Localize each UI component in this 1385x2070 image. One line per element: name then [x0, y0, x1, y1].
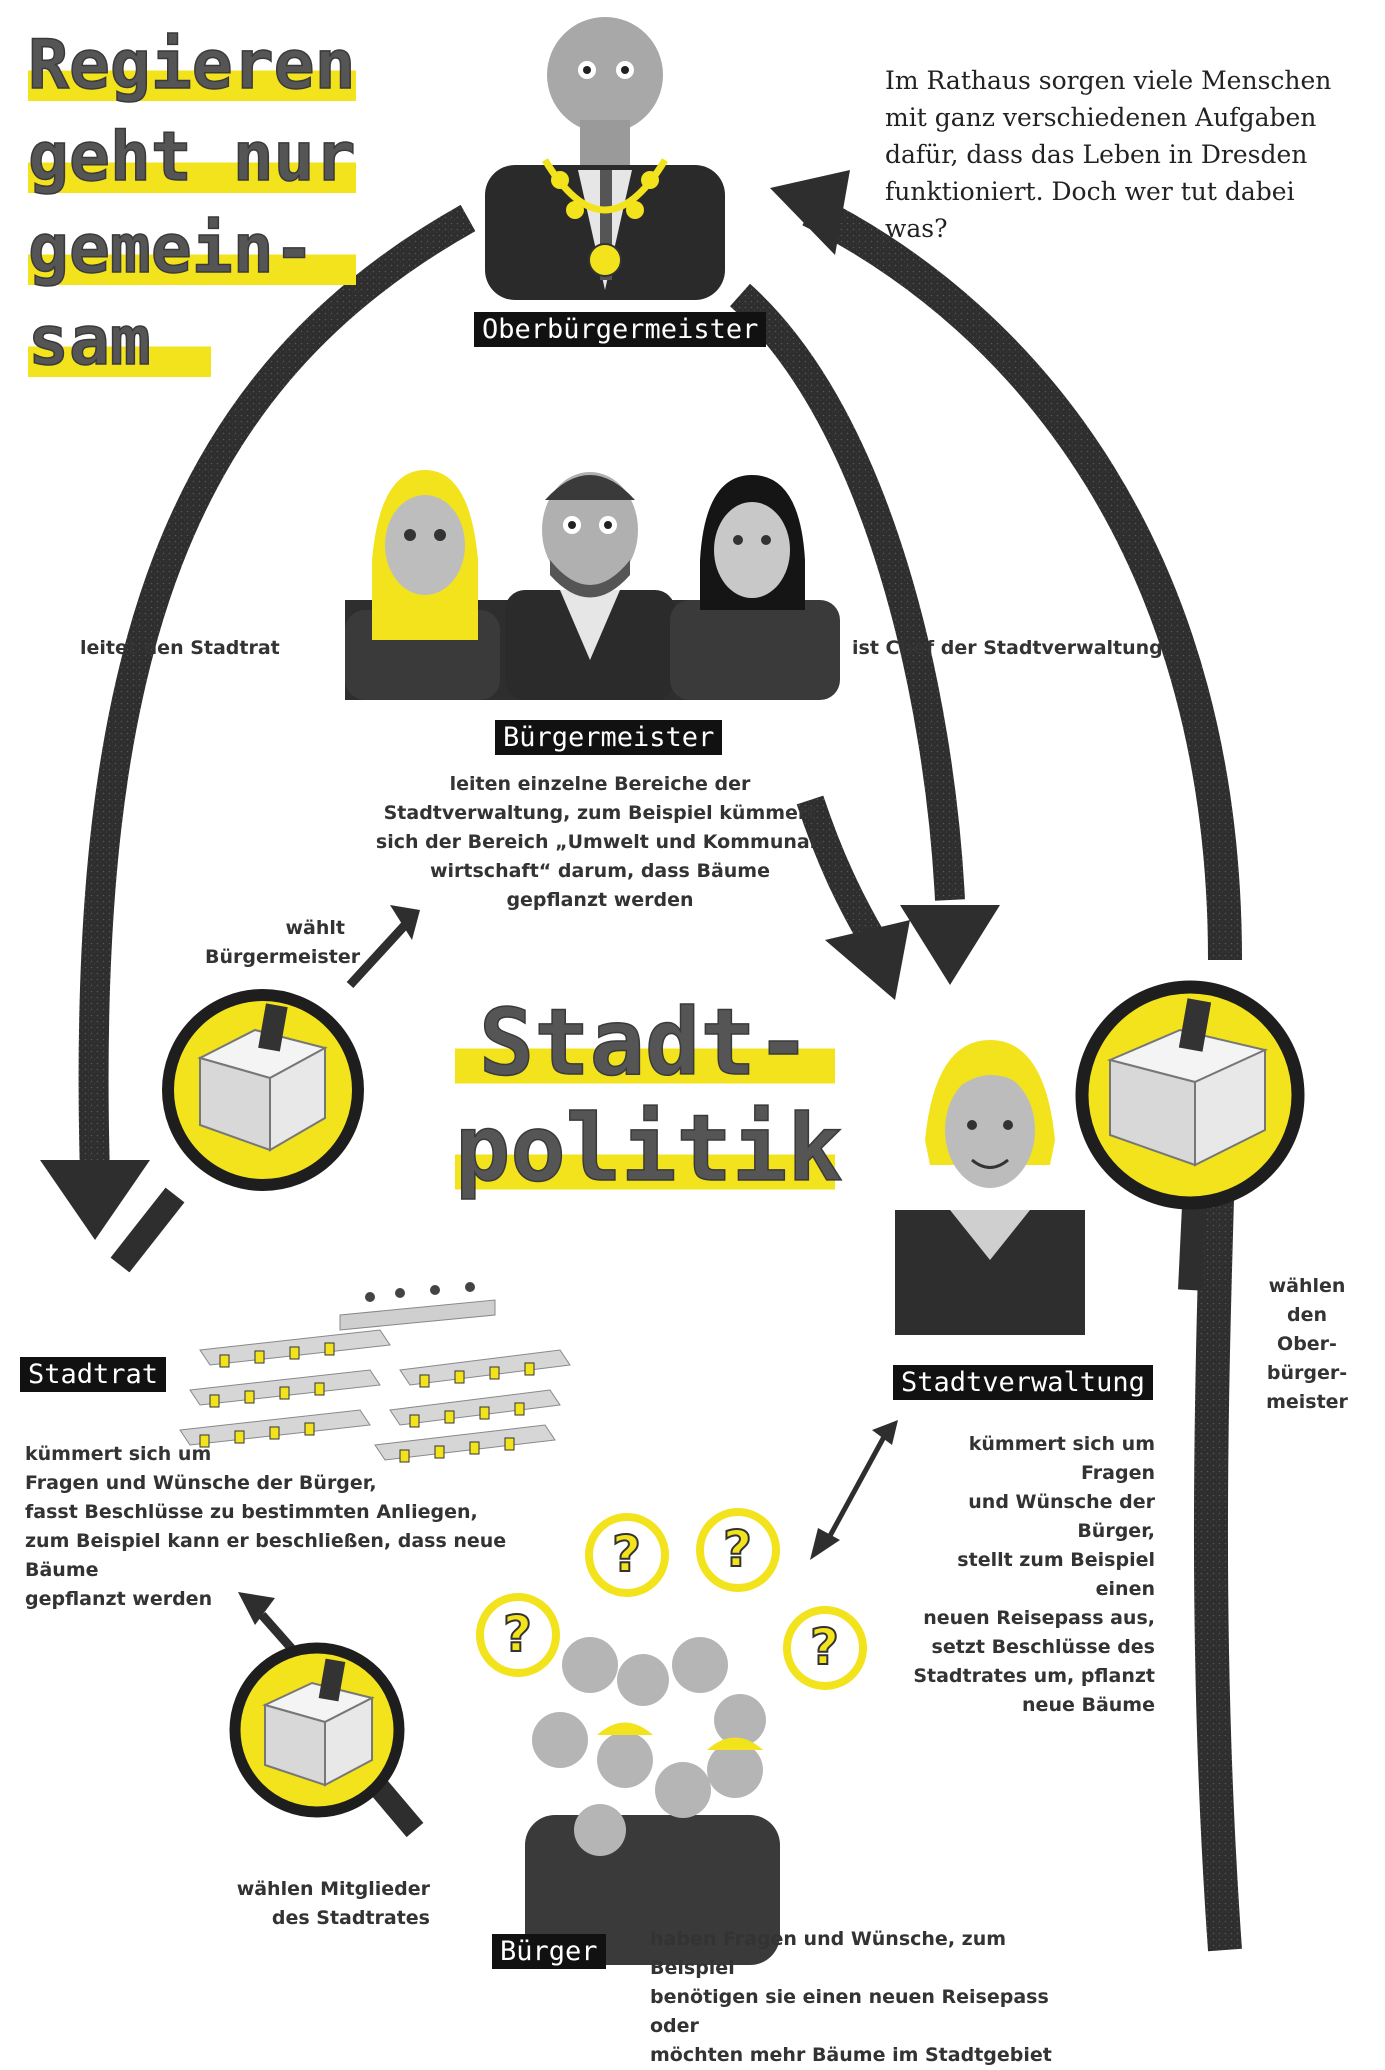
council-chamber-illustration: [179, 1282, 571, 1463]
description-line: kümmert sich um: [25, 1443, 212, 1465]
title-line: gemein-: [27, 204, 356, 296]
arrow-deputies-admin: [796, 795, 883, 942]
deputy-mayors-portrait: [345, 470, 840, 700]
arrow-elect-mayor: [1193, 1089, 1242, 1952]
description-line: wirtschaft“ darum, dass Bäume: [429, 860, 770, 882]
title-line: geht nur: [27, 112, 356, 204]
description-line: gepflanzt werden: [506, 889, 694, 911]
caption-line: wählen: [1268, 1275, 1346, 1297]
caption-elect-mayor: wählen den Ober- bürger- meister: [1262, 1272, 1352, 1417]
description-line: sich der Bereich „Umwelt und Kommunal-: [375, 831, 825, 853]
label-council: Stadtrat: [20, 1357, 167, 1392]
center-title: Stadt- politik: [454, 989, 843, 1203]
ballot-box-icon: [1075, 980, 1305, 1210]
arrowhead-mayor: [770, 170, 850, 255]
label-deputies: Bürgermeister: [495, 720, 723, 755]
intro-text: Im Rathaus sorgen viele Menschen mit gan…: [885, 66, 1332, 243]
description-line: Stadtverwaltung, zum Beispiel kümmert: [383, 802, 817, 824]
caption-elect-council: wählen Mitglieder des Stadtrates: [230, 1875, 430, 1933]
question-bubbles: [476, 1508, 867, 1690]
administration-portrait: [895, 1040, 1085, 1335]
arrowhead-council: [40, 1160, 150, 1240]
description-line: stellt zum Beispiel einen: [957, 1549, 1155, 1600]
arrow-elects-deputies: [346, 921, 409, 989]
label-citizens: Bürger: [492, 1934, 606, 1969]
label-administration: Stadtverwaltung: [893, 1365, 1153, 1400]
description-line: gepflanzt werden: [25, 1588, 213, 1610]
description-citizens: haben Fragen und Wünsche, zum Beispiel b…: [650, 1925, 1090, 2070]
caption-line: wählt: [285, 917, 346, 939]
mayor-portrait: [485, 17, 725, 300]
description-line: fasst Beschlüsse zu bestimmten Anliegen,: [25, 1501, 478, 1523]
question-mark-icon: ?: [502, 1604, 533, 1664]
caption-line: wählen Mitglieder: [236, 1878, 430, 1900]
arrowhead-admin: [900, 905, 1000, 985]
description-line: leiten einzelne Bereiche der: [449, 773, 751, 795]
description-line: benötigen sie einen neuen Reisepass oder: [650, 1986, 1049, 2037]
title-line: sam: [27, 296, 211, 388]
description-line: setzt Beschlüsse des: [931, 1636, 1155, 1658]
title-line: Regieren: [27, 20, 356, 112]
ballot-box-icon: [229, 1642, 405, 1818]
caption-line: des Stadtrates: [271, 1907, 430, 1929]
caption-line: Bürgermeister: [205, 946, 361, 968]
description-administration: kümmert sich um Fragen und Wünsche der B…: [900, 1430, 1155, 1720]
caption-heads-admin: ist Chef der Stadtverwaltung: [852, 637, 1163, 659]
description-line: Stadtrates um, pflanzt: [913, 1665, 1155, 1687]
citizens-crowd: [525, 1637, 780, 1965]
description-line: kümmert sich um Fragen: [968, 1433, 1155, 1484]
question-mark-icon: ?: [809, 1617, 840, 1677]
center-title-line: Stadt-: [455, 989, 835, 1096]
arrow-leads-council: [78, 204, 476, 1176]
center-title-line: politik: [454, 1095, 843, 1203]
description-line: möchten mehr Bäume im Stadtgebiet: [650, 2044, 1052, 2066]
description-line: neue Bäume: [1022, 1694, 1155, 1716]
description-deputies: leiten einzelne Bereiche der Stadtverwal…: [370, 770, 830, 915]
description-line: und Wünsche der Bürger,: [968, 1491, 1155, 1542]
caption-line: den Ober-: [1277, 1304, 1337, 1355]
description-line: zum Beispiel kann er beschließen, dass n…: [25, 1530, 507, 1581]
page-title: Regieren geht nur gemein- sam: [27, 20, 356, 388]
caption-elects-deputies: wählt Bürgermeister: [205, 914, 361, 972]
arrow-citizens-admin: [822, 1433, 888, 1547]
caption-leads-council: leitet den Stadtrat: [80, 637, 280, 659]
arrowhead-deputies-admin: [825, 920, 910, 1000]
description-council: kümmert sich um Fragen und Wünsche der B…: [25, 1440, 545, 1614]
ballot-box-icon: [162, 989, 364, 1191]
description-line: Fragen und Wünsche der Bürger,: [25, 1472, 377, 1494]
caption-line: bürger-: [1266, 1362, 1348, 1384]
label-mayor: Oberbürgermeister: [474, 312, 767, 347]
caption-line: meister: [1266, 1391, 1348, 1413]
arrow-heads-admin: [729, 283, 965, 901]
question-mark-icon: ?: [722, 1519, 753, 1579]
description-line: neuen Reisepass aus,: [923, 1607, 1155, 1629]
diagram-graphics: [40, 17, 1305, 1965]
question-mark-icon: ?: [611, 1524, 642, 1584]
description-line: haben Fragen und Wünsche, zum Beispiel: [650, 1928, 1007, 1979]
arrow-elect-mayor-upper: [802, 194, 1242, 961]
